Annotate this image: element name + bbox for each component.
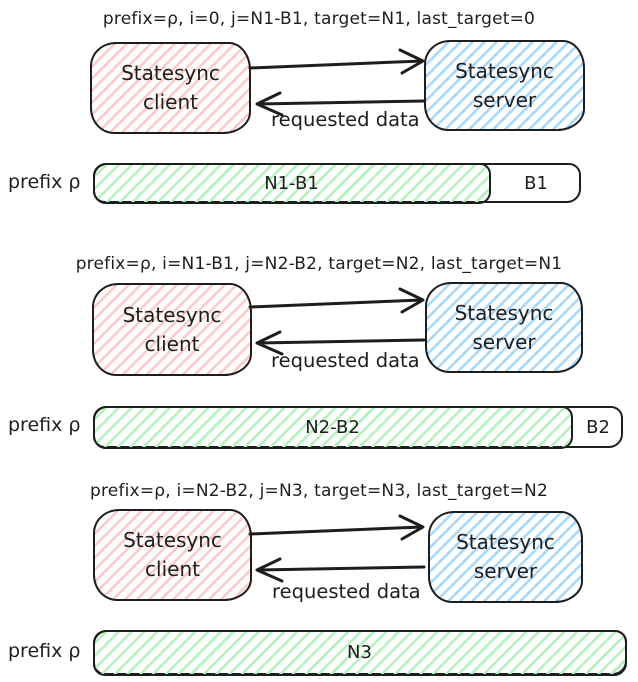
- round3-params-header: prefix=ρ, i=N2-B2, j=N3, target=N3, last…: [89, 481, 548, 501]
- request-response-arrows-icon: [248, 48, 426, 117]
- progress-filled-segment: N2-B2: [92, 405, 573, 449]
- statesync-server-box: Statesync server: [424, 40, 585, 131]
- server-box-label-line1: Statesync: [455, 58, 554, 83]
- statesync-client-box: Statesync client: [92, 283, 252, 376]
- progress-remaining-segment: B2: [586, 416, 610, 438]
- requested-data-label: requested data: [271, 349, 420, 372]
- progress-remaining-segment: B1: [524, 172, 548, 194]
- statesync-client-box: Statesync client: [93, 509, 252, 601]
- statesync-server-box: Statesync server: [428, 511, 583, 603]
- prefix-rho-label: prefix ρ: [8, 171, 81, 193]
- requested-data-label: requested data: [272, 580, 421, 603]
- prefix-rho-label: prefix ρ: [8, 414, 81, 436]
- requested-data-label: requested data: [271, 108, 420, 131]
- progress-bar-round3: N3: [92, 629, 627, 676]
- prefix-rho-label: prefix ρ: [8, 640, 81, 662]
- request-response-arrows-icon: [248, 514, 426, 583]
- server-box-label-line1: Statesync: [454, 300, 554, 325]
- server-box-label-line2: server: [472, 87, 537, 112]
- round1-params-header: prefix=ρ, i=0, j=N1-B1, target=N1, last_…: [102, 9, 536, 29]
- client-box-label-line2: client: [145, 557, 200, 581]
- client-box-label-line1: Statesync: [123, 528, 222, 552]
- client-box-label-line1: Statesync: [122, 302, 222, 327]
- progress-filled-segment: N3: [92, 629, 627, 676]
- round2-params-header: prefix=ρ, i=N1-B1, j=N2-B2, target=N2, l…: [75, 254, 563, 274]
- progress-bar-round2: N2-B2 B2: [92, 405, 623, 449]
- server-box-label-line2: server: [473, 559, 538, 583]
- client-box-label-line2: client: [143, 90, 198, 114]
- client-box-label-line2: client: [144, 331, 200, 356]
- progress-bar-round1: N1-B1 B1: [92, 162, 581, 204]
- statesync-server-box: Statesync server: [425, 282, 583, 373]
- server-box-label-line1: Statesync: [456, 530, 555, 554]
- client-box-label-line1: Statesync: [121, 61, 220, 85]
- statesync-client-box: Statesync client: [90, 42, 251, 134]
- server-box-label-line2: server: [472, 329, 536, 354]
- request-response-arrows-icon: [248, 287, 426, 356]
- progress-filled-segment: N1-B1: [92, 162, 491, 204]
